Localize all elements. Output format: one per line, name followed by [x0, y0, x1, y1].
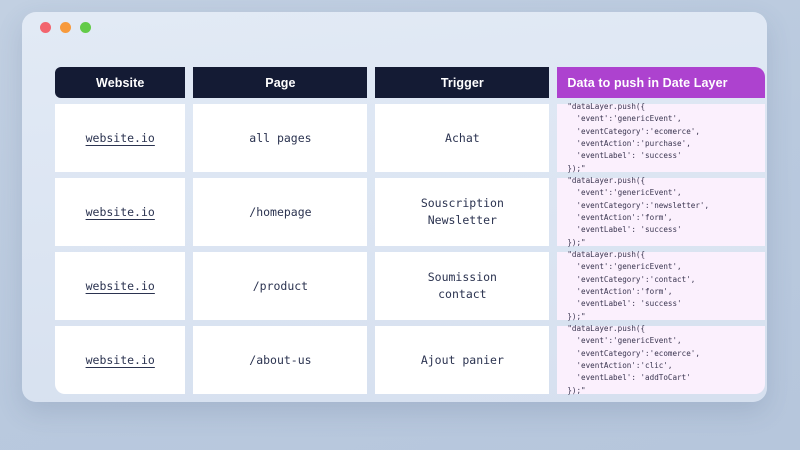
data-layer-cell: "dataLayer.push({ 'event':'genericEvent'… [557, 102, 765, 173]
website-link[interactable]: website.io [85, 130, 155, 145]
trigger-cell: Souscription Newsletter [375, 178, 550, 246]
column-header-data-layer: Data to push in Date Layer [557, 67, 765, 98]
table-header-row: Website Page Trigger Data to push in Dat… [55, 67, 765, 98]
browser-window: Website Page Trigger Data to push in Dat… [22, 12, 767, 402]
data-layer-table: Website Page Trigger Data to push in Dat… [55, 67, 765, 395]
minimize-dot[interactable] [60, 21, 71, 33]
page-cell: /product [193, 252, 368, 320]
code-snippet: "dataLayer.push({ 'event':'genericEvent'… [567, 250, 696, 321]
website-cell: website.io [55, 178, 186, 246]
trigger-cell: Ajout panier [375, 326, 550, 394]
close-dot[interactable] [40, 21, 51, 33]
website-cell: website.io [55, 252, 186, 320]
trigger-cell: Soumission contact [375, 252, 550, 320]
data-layer-cell: "dataLayer.push({ 'event':'genericEvent'… [557, 324, 765, 395]
website-cell: website.io [55, 326, 186, 394]
code-snippet: "dataLayer.push({ 'event':'genericEvent'… [567, 324, 700, 395]
maximize-dot[interactable] [80, 21, 91, 33]
table-row: website.io /homepage Souscription Newsle… [55, 176, 765, 247]
website-link[interactable]: website.io [85, 278, 155, 293]
window-title-bar [22, 12, 767, 42]
table-row: website.io all pages Achat "dataLayer.pu… [55, 102, 765, 173]
data-layer-cell: "dataLayer.push({ 'event':'genericEvent'… [557, 250, 765, 321]
page-cell: /homepage [193, 178, 368, 246]
column-header-trigger: Trigger [375, 67, 550, 98]
code-snippet: "dataLayer.push({ 'event':'genericEvent'… [567, 176, 710, 247]
table-row: website.io /product Soumission contact "… [55, 250, 765, 321]
column-header-website: Website [55, 67, 186, 98]
table-row: website.io /about-us Ajout panier "dataL… [55, 324, 765, 395]
code-snippet: "dataLayer.push({ 'event':'genericEvent'… [567, 102, 700, 173]
website-link[interactable]: website.io [85, 352, 155, 367]
data-layer-cell: "dataLayer.push({ 'event':'genericEvent'… [557, 176, 765, 247]
page-cell: /about-us [193, 326, 368, 394]
page-cell: all pages [193, 104, 368, 172]
column-header-page: Page [193, 67, 368, 98]
website-link[interactable]: website.io [85, 204, 155, 219]
website-cell: website.io [55, 104, 186, 172]
trigger-cell: Achat [375, 104, 550, 172]
